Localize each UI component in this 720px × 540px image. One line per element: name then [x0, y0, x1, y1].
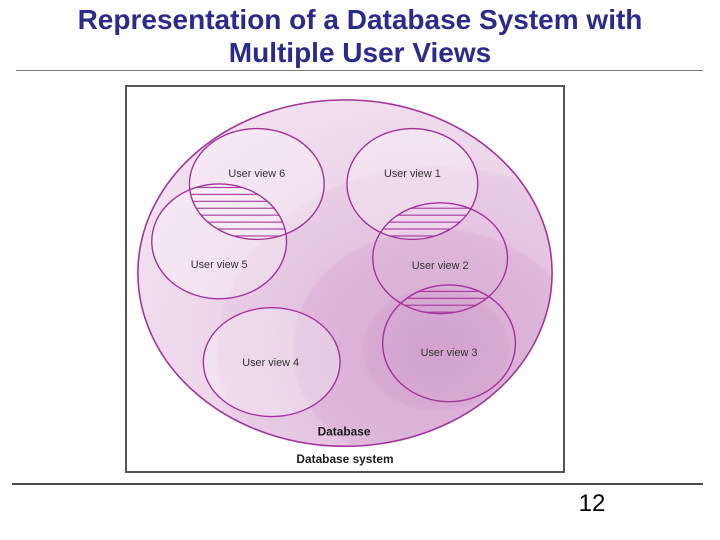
user-view-1-ellipse	[346, 127, 479, 241]
overlap-hatch-views-5-6	[189, 183, 287, 240]
footer-divider	[12, 483, 703, 485]
database-diagram: User view 1 User view 2 User view 3 User…	[137, 99, 553, 466]
database-system-label: Database system	[296, 452, 393, 466]
user-view-2-label: User view 2	[412, 260, 469, 272]
page-number: 12	[578, 490, 606, 517]
user-view-5-ellipse	[151, 183, 288, 300]
user-view-3-label: User view 3	[421, 347, 478, 359]
slide-title-line2: Multiple User Views	[228, 37, 492, 68]
user-view-3-ellipse	[381, 284, 517, 403]
user-view-5-label: User view 5	[191, 259, 248, 271]
diagram-box: User view 1 User view 2 User view 3 User…	[125, 85, 565, 473]
database-label: Database	[318, 424, 371, 438]
user-view-4-ellipse	[202, 307, 341, 418]
slide-title: Representation of a Database System with…	[0, 3, 720, 69]
user-view-6-label: User view 6	[228, 168, 285, 180]
user-view-6-ellipse	[188, 127, 325, 241]
title-divider	[16, 70, 703, 71]
user-view-1-label: User view 1	[384, 168, 441, 180]
slide-title-line1: Representation of a Database System with	[77, 4, 643, 35]
user-view-4-label: User view 4	[242, 357, 299, 369]
user-view-2-ellipse	[372, 202, 509, 315]
user-view-4-fill	[203, 307, 341, 417]
